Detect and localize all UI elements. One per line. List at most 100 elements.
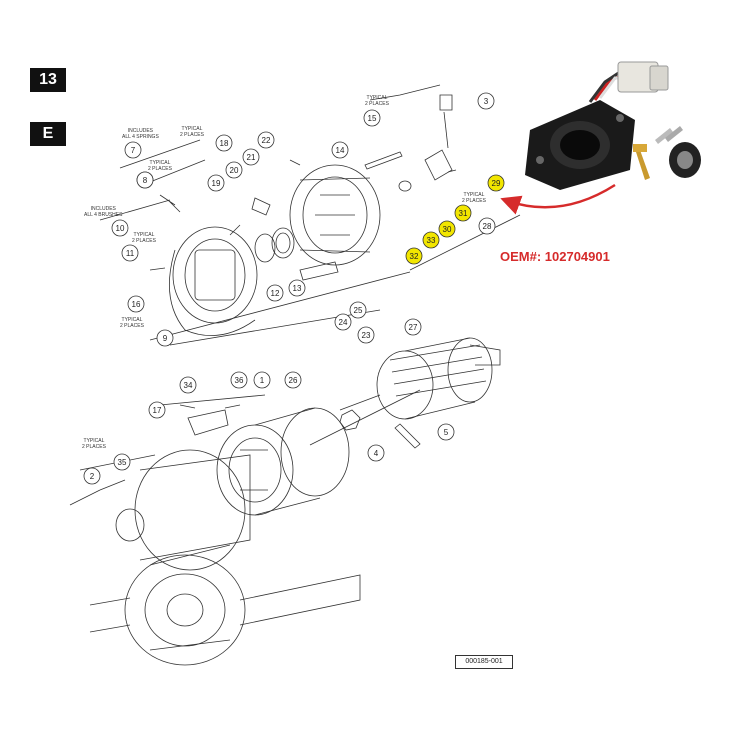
callout-22: 22 bbox=[257, 131, 275, 149]
callout-24: 24 bbox=[334, 313, 352, 331]
callout-number: 15 bbox=[368, 114, 377, 123]
callout-number: 32 bbox=[410, 252, 419, 261]
oem-part-number: OEM#: 102704901 bbox=[500, 249, 610, 264]
callout-12: 12 bbox=[266, 284, 284, 302]
callout-34: 34 bbox=[179, 376, 197, 394]
callout-circle bbox=[179, 376, 197, 394]
callout-21: 21 bbox=[242, 148, 260, 166]
callout-10: 10 bbox=[111, 219, 129, 237]
callout-circle bbox=[266, 284, 284, 302]
callout-1: 1 bbox=[253, 371, 271, 389]
callout-36: 36 bbox=[230, 371, 248, 389]
callout-32: 32 bbox=[405, 247, 423, 265]
callout-7: 7 bbox=[124, 141, 142, 159]
callout-30: 30 bbox=[438, 220, 456, 238]
callout-3: 3 bbox=[477, 92, 495, 110]
callout-number: 29 bbox=[492, 179, 501, 188]
callout-number: 36 bbox=[235, 376, 244, 385]
callout-number: 23 bbox=[362, 331, 371, 340]
callout-18: 18 bbox=[215, 134, 233, 152]
callout-circle bbox=[225, 161, 243, 179]
callout-circle bbox=[215, 134, 233, 152]
callout-circle bbox=[478, 217, 496, 235]
callout-20: 20 bbox=[225, 161, 243, 179]
callout-circle bbox=[253, 371, 271, 389]
callout-circle bbox=[257, 131, 275, 149]
callout-circle bbox=[113, 453, 131, 471]
callout-number: 25 bbox=[354, 306, 363, 315]
callout-11: 11 bbox=[121, 244, 139, 262]
callout-circle bbox=[422, 231, 440, 249]
callout-circle bbox=[454, 204, 472, 222]
callout-15: 15 bbox=[363, 109, 381, 127]
callout-17: 17 bbox=[148, 401, 166, 419]
callout-number: 14 bbox=[336, 146, 345, 155]
callout-circle bbox=[288, 279, 306, 297]
callout-25: 25 bbox=[349, 301, 367, 319]
callout-number: 9 bbox=[163, 334, 168, 343]
callout-circle bbox=[156, 329, 174, 347]
callout-circle bbox=[487, 174, 505, 192]
callout-number: 26 bbox=[289, 376, 298, 385]
callout-number: 13 bbox=[293, 284, 302, 293]
callout-number: 16 bbox=[132, 300, 141, 309]
pointer-arrow bbox=[500, 183, 616, 215]
callout-circle bbox=[405, 247, 423, 265]
callout-number: 28 bbox=[483, 222, 492, 231]
callout-number: 30 bbox=[443, 225, 452, 234]
callout-circle bbox=[127, 295, 145, 313]
callout-5: 5 bbox=[437, 423, 455, 441]
callout-number: 27 bbox=[409, 323, 418, 332]
callout-number: 22 bbox=[262, 136, 271, 145]
speed-sensor-photo bbox=[525, 61, 669, 190]
section-letter-tag: E bbox=[30, 122, 66, 146]
page-number-tag: 13 bbox=[30, 68, 66, 92]
hardware-photo bbox=[633, 126, 701, 180]
callout-number: 5 bbox=[444, 428, 449, 437]
callout-circle bbox=[111, 219, 129, 237]
callout-number: 8 bbox=[143, 176, 148, 185]
callout-number: 21 bbox=[247, 153, 256, 162]
callout-circle bbox=[437, 423, 455, 441]
callout-circle bbox=[121, 244, 139, 262]
callout-circle bbox=[477, 92, 495, 110]
callout-circle bbox=[357, 326, 375, 344]
callout-number: 10 bbox=[116, 224, 125, 233]
callout-number: 4 bbox=[374, 449, 379, 458]
callout-19: 19 bbox=[207, 174, 225, 192]
callout-circle bbox=[334, 313, 352, 331]
callout-16: 16 bbox=[127, 295, 145, 313]
callout-circle bbox=[404, 318, 422, 336]
callout-number: 3 bbox=[484, 97, 489, 106]
callout-circle bbox=[148, 401, 166, 419]
callout-number: 20 bbox=[230, 166, 239, 175]
callout-number: 34 bbox=[184, 381, 193, 390]
drawing-number: 000185-001 bbox=[455, 655, 513, 669]
callout-circle bbox=[438, 220, 456, 238]
callout-number: 7 bbox=[131, 146, 136, 155]
callout-29: 29 bbox=[487, 174, 505, 192]
callout-number: 17 bbox=[153, 406, 162, 415]
callout-26: 26 bbox=[284, 371, 302, 389]
callout-number: 11 bbox=[126, 249, 135, 258]
callout-14: 14 bbox=[331, 141, 349, 159]
callout-circle bbox=[363, 109, 381, 127]
callout-number: 24 bbox=[339, 318, 348, 327]
callout-number: 31 bbox=[459, 209, 468, 218]
callout-circle bbox=[207, 174, 225, 192]
callout-circle bbox=[349, 301, 367, 319]
callout-number: 18 bbox=[220, 139, 229, 148]
callout-circle bbox=[83, 467, 101, 485]
callout-2: 2 bbox=[83, 467, 101, 485]
callout-circle bbox=[230, 371, 248, 389]
callout-number: 33 bbox=[427, 236, 436, 245]
callout-circle bbox=[124, 141, 142, 159]
